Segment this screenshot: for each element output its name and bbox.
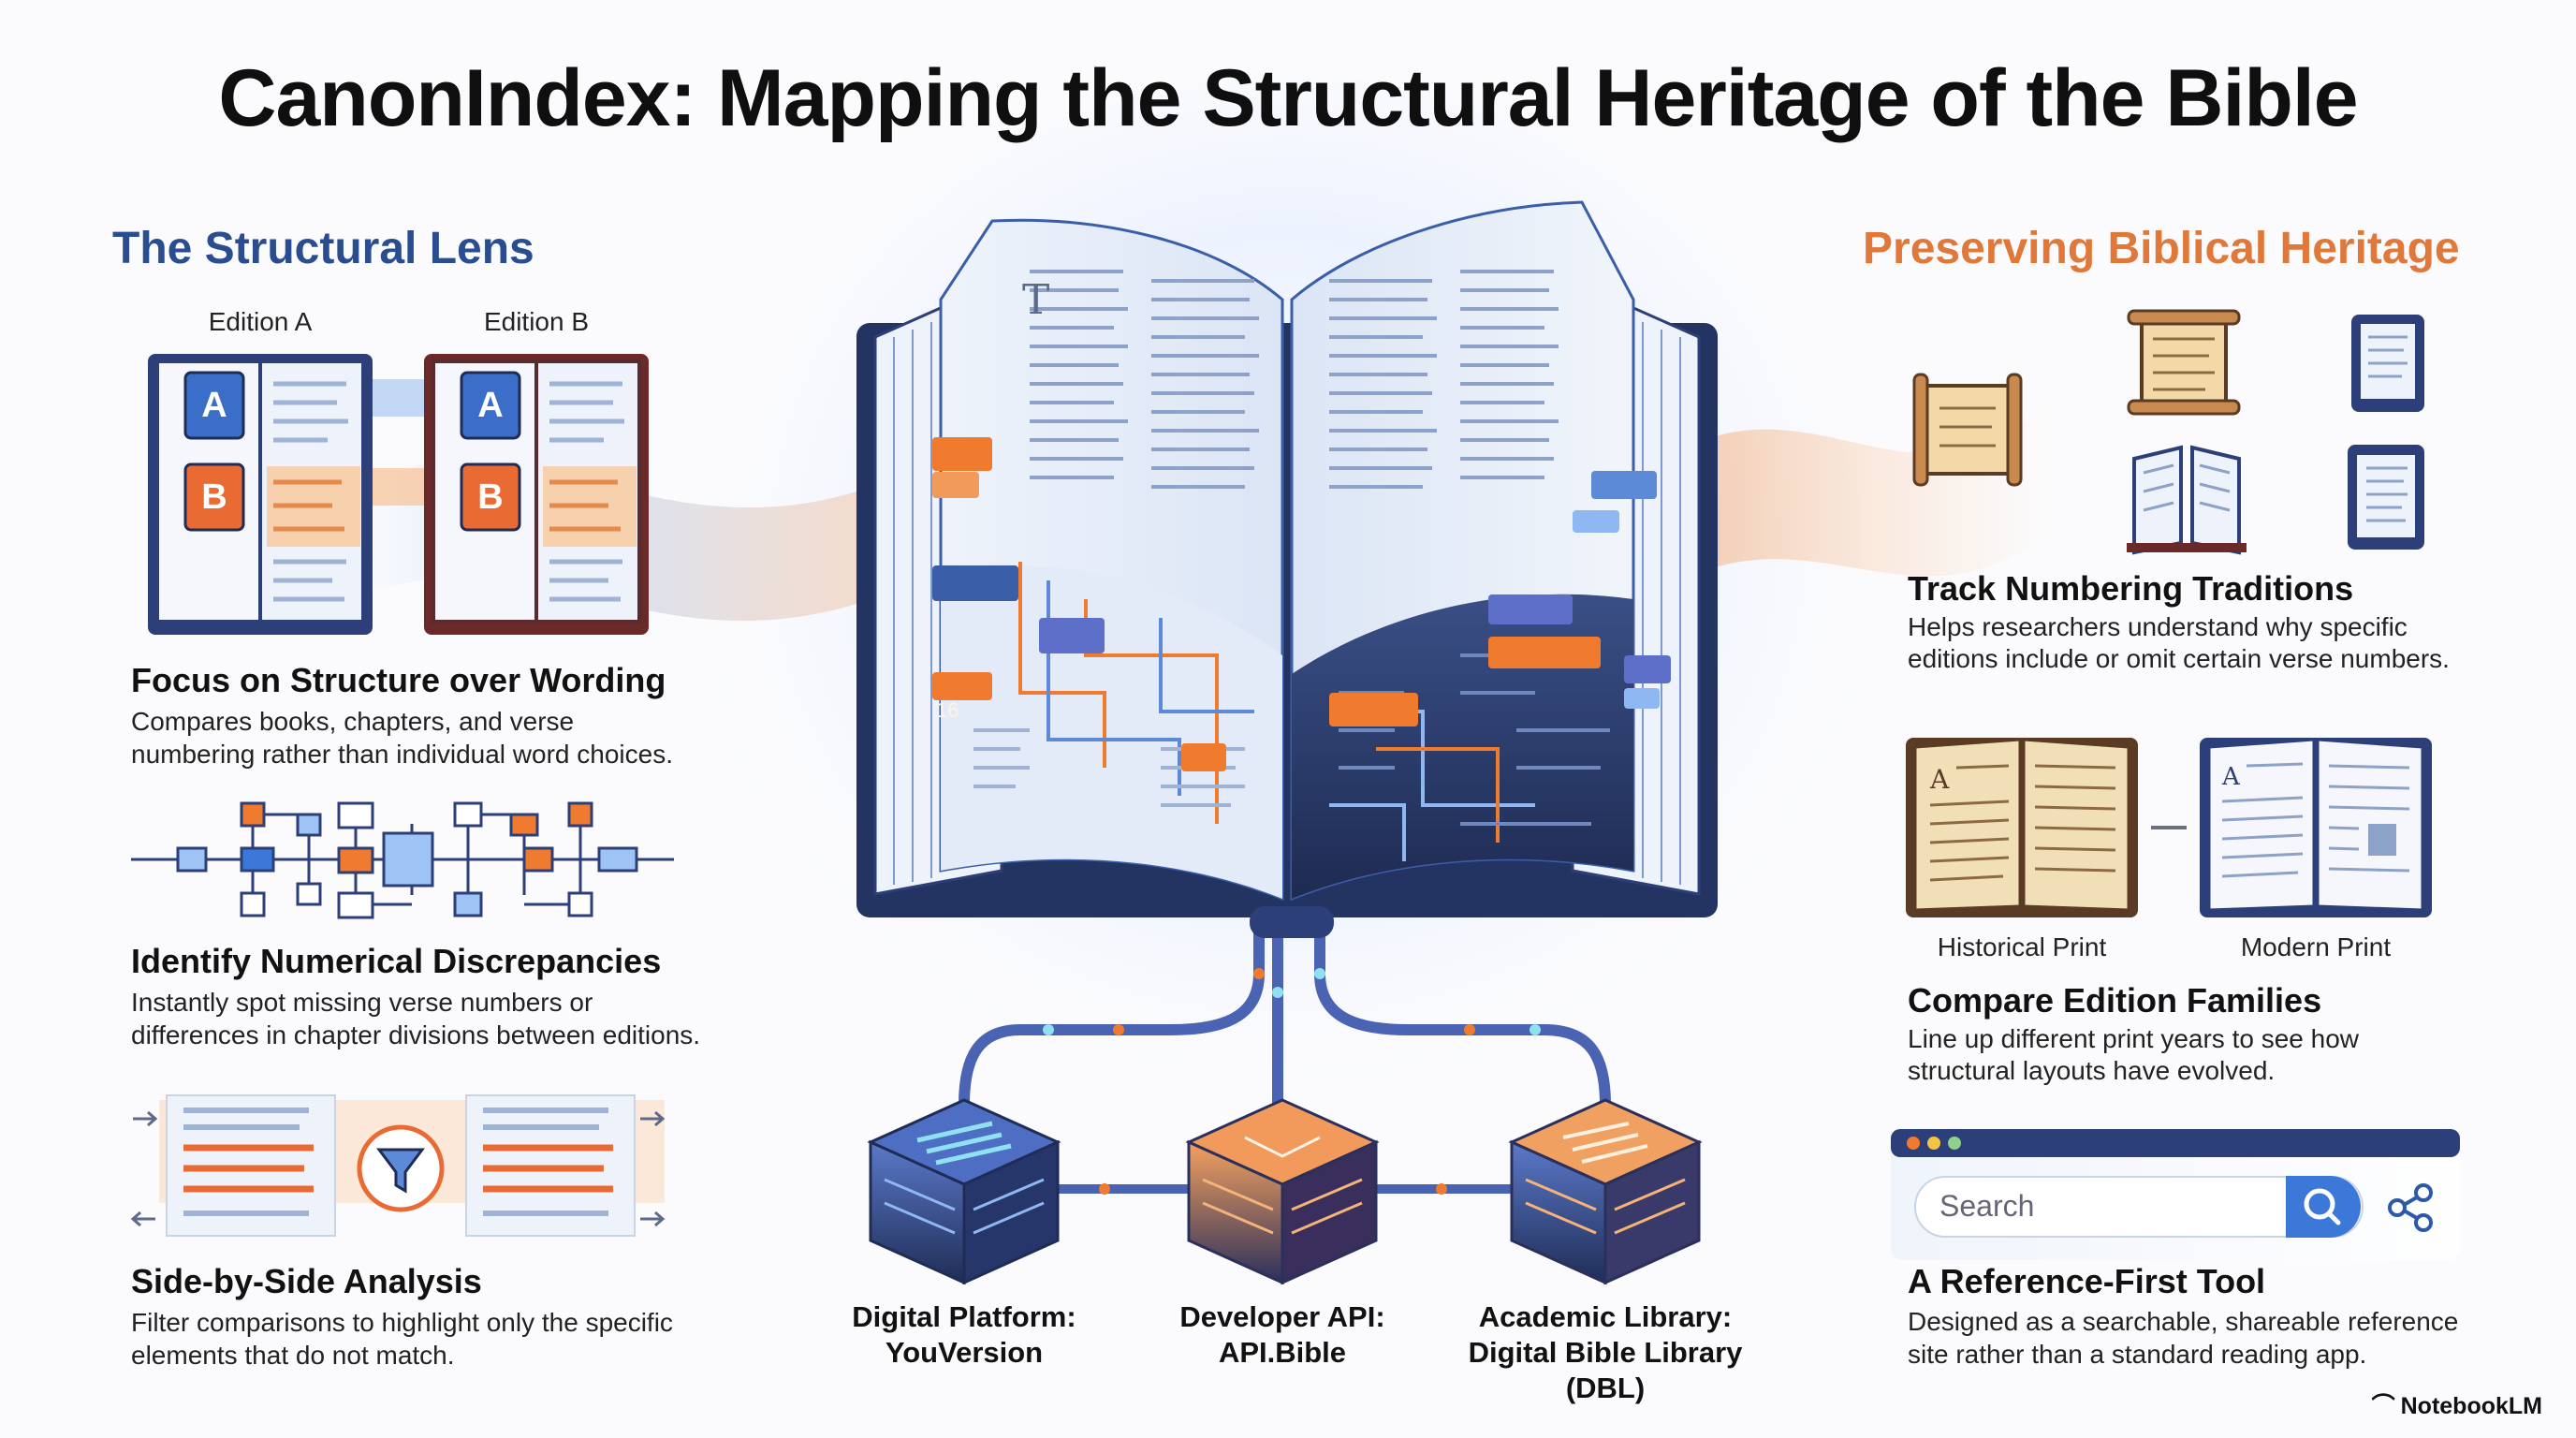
feature-title-reference-tool: A Reference-First Tool — [1908, 1262, 2266, 1300]
feature-title-structure: Focus on Structure over Wording — [131, 661, 666, 699]
notebooklm-logo-icon: ⌒ — [2371, 1393, 2395, 1419]
page-title: CanonIndex: Mapping the Structural Herit… — [218, 53, 2358, 143]
right-flow-wave — [1704, 393, 2059, 577]
edition-a-book-icon — [148, 354, 373, 635]
feature-desc-discrepancies-2: differences in chapter divisions between… — [131, 1020, 701, 1049]
platform-youversion-line2: YouVersion — [885, 1336, 1044, 1369]
edition-a-book-letter-a: A — [201, 386, 227, 425]
feature-desc-numbering-2: editions include or omit certain verse n… — [1908, 644, 2450, 673]
edition-a-book-letter-b: B — [201, 477, 227, 517]
feature-title-discrepancies: Identify Numerical Discrepancies — [131, 942, 662, 980]
feature-desc-side-by-side-1: Filter comparisons to highlight only the… — [131, 1308, 673, 1337]
youversion-server-icon — [867, 1098, 1061, 1285]
share-icon — [2388, 1183, 2433, 1232]
feature-desc-edition-families-2: structural layouts have evolved. — [1908, 1056, 2276, 1085]
verse-tag-number: 16 — [936, 698, 959, 722]
platform-api-bible-line2: API.Bible — [1218, 1336, 1347, 1369]
open-book-small-icon — [2127, 445, 2247, 555]
feature-title-edition-families: Compare Edition Families — [1908, 981, 2322, 1020]
feature-desc-structure-2: numbering rather than individual word ch… — [131, 740, 673, 769]
modern-print-book-icon: A — [2200, 738, 2432, 917]
platform-youversion: Digital Platform: YouVersion — [824, 1299, 1105, 1371]
biblical-heritage-heading: Preserving Biblical Heritage — [1863, 224, 2460, 273]
platform-dbl-line2: Digital Bible Library (DBL) — [1468, 1336, 1743, 1404]
historical-print-book-icon: A — [1906, 738, 2138, 917]
central-open-book-icon: T — [856, 200, 1718, 917]
edition-b-book-letter-a: A — [477, 386, 504, 425]
platform-youversion-line1: Digital Platform: — [852, 1300, 1076, 1333]
modern-print-label: Modern Print — [2240, 932, 2392, 961]
feature-desc-reference-tool-2: site rather than a standard reading app. — [1908, 1340, 2367, 1369]
scroll-icon — [1912, 373, 2023, 487]
platform-dbl-line1: Academic Library: — [1478, 1300, 1733, 1333]
feature-desc-structure-1: Compares books, chapters, and verse — [131, 707, 575, 736]
search-placeholder: Search — [1939, 1189, 2035, 1223]
search-button[interactable] — [2286, 1176, 2361, 1238]
svg-text:A: A — [1929, 764, 1950, 795]
svg-text:T: T — [1022, 276, 1049, 324]
platform-dbl: Academic Library: Digital Bible Library … — [1437, 1299, 1774, 1406]
platform-api-bible: Developer API: API.Bible — [1142, 1299, 1423, 1371]
platform-connectors — [959, 906, 1611, 1195]
historical-print-label: Historical Print — [1937, 932, 2107, 961]
side-by-side-filter-icon — [130, 1094, 666, 1237]
search-icon — [2304, 1188, 2341, 1225]
edition-b-label: Edition B — [483, 307, 590, 336]
edition-b-book-icon — [424, 354, 649, 635]
feature-title-side-by-side: Side-by-Side Analysis — [131, 1262, 482, 1300]
feature-desc-side-by-side-2: elements that do not match. — [131, 1341, 455, 1370]
feature-desc-edition-families-1: Line up different print years to see how — [1908, 1024, 2360, 1053]
notebooklm-branding: ⌒NotebookLM — [2372, 1387, 2542, 1421]
svg-text:A: A — [2221, 763, 2241, 791]
tablet-icon-2 — [2348, 445, 2424, 550]
feature-title-numbering: Track Numbering Traditions — [1908, 569, 2354, 608]
feature-desc-reference-tool-1: Designed as a searchable, shareable refe… — [1908, 1307, 2459, 1336]
scroll-icon-2 — [2127, 309, 2241, 416]
feature-desc-numbering-1: Helps researchers understand why specifi… — [1908, 612, 2408, 641]
edition-a-label: Edition A — [208, 307, 313, 336]
tablet-icon — [2351, 315, 2424, 412]
edition-link-blue — [373, 379, 424, 417]
structural-lens-heading: The Structural Lens — [112, 224, 534, 273]
share-button[interactable] — [2382, 1180, 2438, 1236]
branding-text: NotebookLM — [2400, 1393, 2542, 1419]
feature-desc-discrepancies-1: Instantly spot missing verse numbers or — [131, 988, 593, 1017]
platform-api-bible-line1: Developer API: — [1179, 1300, 1385, 1333]
discrepancy-network-icon — [131, 801, 674, 919]
api-bible-server-icon — [1185, 1098, 1380, 1285]
dbl-server-icon — [1508, 1098, 1703, 1285]
edition-link-orange — [373, 468, 424, 506]
edition-b-book-letter-b: B — [477, 477, 504, 517]
